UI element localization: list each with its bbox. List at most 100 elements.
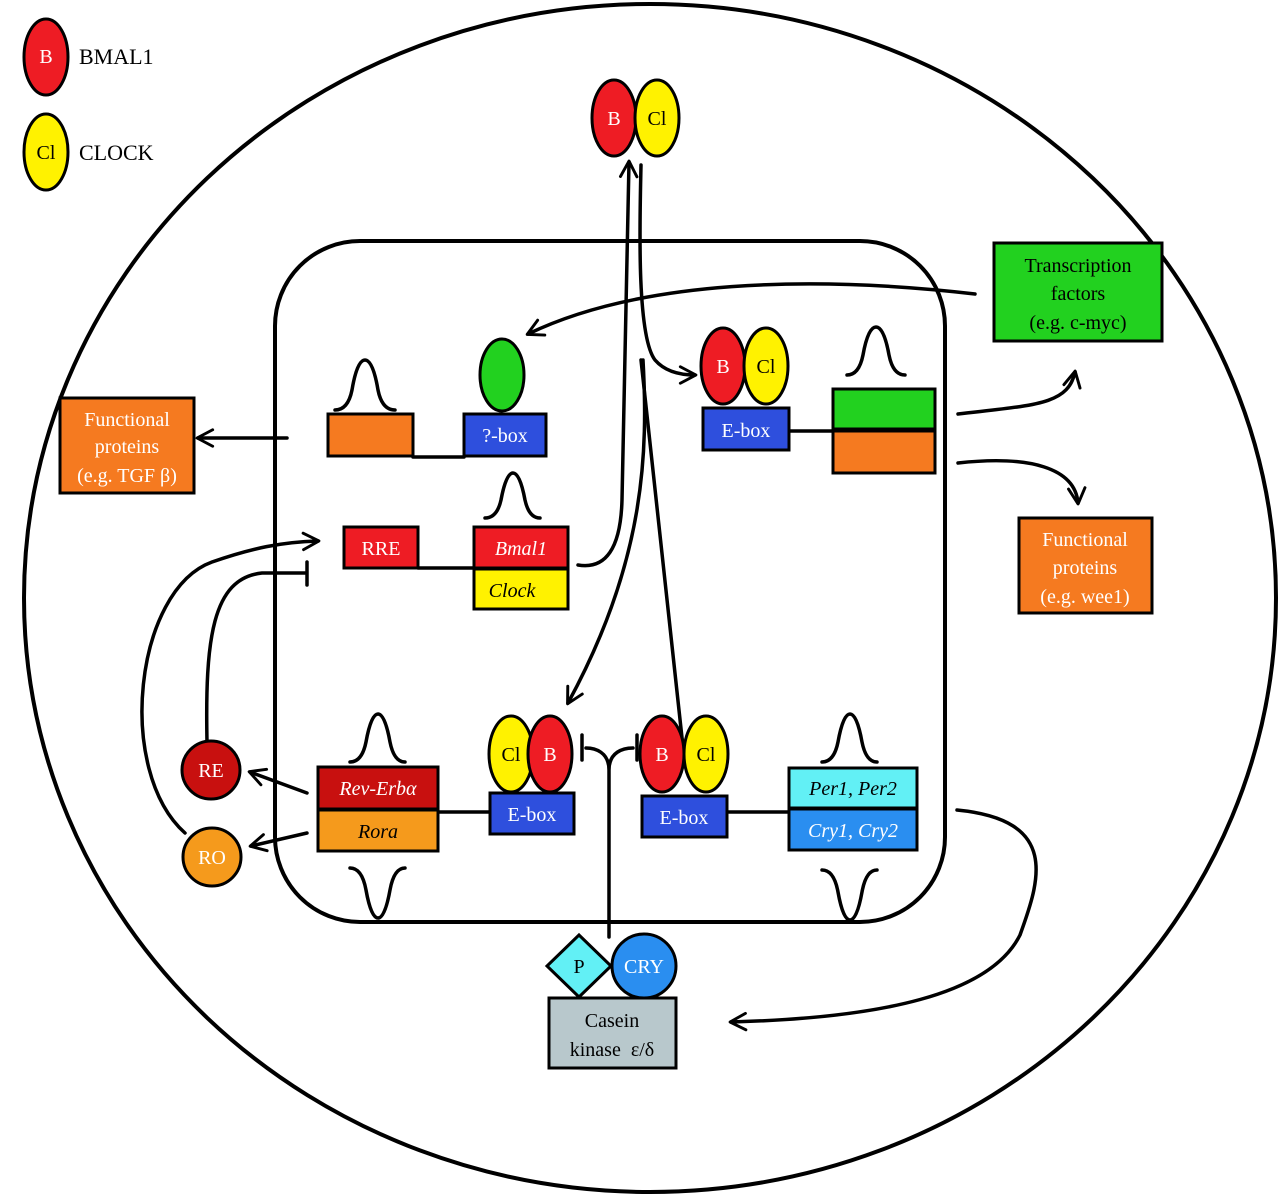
cry-gene-box [787,807,919,852]
ebox-box [640,794,729,839]
clock-label: Cl [697,744,716,766]
ebox-label: E-box [508,804,557,826]
expression-waves [333,325,907,922]
re-circle [180,739,242,801]
tf-gene-box [831,387,937,431]
functional-right-line2: proteins [1053,557,1118,579]
casein-kinase-line1: Casein [585,1010,639,1032]
ebox-label: E-box [660,807,709,829]
wave-rora [348,866,407,920]
functional-right-line1: Functional [1042,529,1128,551]
casein-kinase-box [547,996,678,1070]
rora-gene-box [316,808,440,853]
wave-bmal1 [483,471,542,520]
per-cry-to-kinase-arrow [728,808,1038,1032]
legend: B BMAL1 Cl CLOCK [22,17,154,192]
complex-to-ebox-arrow [638,163,698,385]
ebox-to-functional-right-arrow [956,459,1087,506]
per-cry-unit: B Cl E-box Per1, Per2 Cry1, Cry2 [638,714,919,852]
clock-gene-box [472,567,570,611]
tf-to-qbox-arrow [525,282,977,337]
ebox-to-tf-arrow [956,369,1082,416]
re-protein: RE [180,739,242,801]
clock-label: Cl [648,108,667,130]
clock-oval [633,78,681,158]
phospho-label: P [573,956,584,978]
qbox-box [462,412,548,458]
ro-protein: RO [181,826,243,888]
wave-per [820,712,879,764]
clock-oval [682,714,730,794]
transcription-factors-output: Transcription factors (e.g. c-myc) [992,241,1164,343]
ebox-box [701,406,791,452]
ro-circle [181,826,243,888]
tf-line2: factors [1051,283,1106,305]
functional-proteins-left: Functional proteins (e.g. TGF β) [58,396,196,495]
functional-gene-box [831,429,937,475]
bmal1-gene-label: Bmal1 [495,538,547,560]
ebox-output-unit: B Cl E-box [699,326,937,475]
ro-activates-rre-arrow [140,531,321,835]
cell-membrane [22,2,1278,1194]
ro-label: RO [198,847,226,869]
cytoplasm-complex: B Cl [590,78,681,158]
orange-gene-box [326,412,415,458]
cry-repression-line [584,746,635,939]
cry-gene-label: Cry1, Cry2 [808,820,898,842]
rora-to-ro-arrow [248,831,309,853]
ebox-label: E-box [722,420,771,442]
legend-bmal1: B BMAL1 [22,17,154,97]
clock-oval [742,326,790,406]
re-represses-rre [204,571,307,744]
clock-label: Cl [757,356,776,378]
bmal1-oval [22,17,70,97]
wave-rev-erb [348,712,407,764]
casein-kinase-unit: P CRY Casein kinase ε/δ [544,932,678,1070]
bmal1-label: B [607,108,620,130]
bmal1-label: B [655,744,668,766]
re-label: RE [198,760,224,782]
clock-oval [22,112,70,192]
functional-right-box [1017,516,1154,615]
reverb-to-re-arrow [247,767,309,795]
functional-left-line3: (e.g. TGF β) [77,465,177,487]
rev-erb-gene-label: Rev-Erbα [338,778,417,800]
rre-box [342,525,420,570]
clock-label: Cl [502,744,521,766]
legend-clock-symbol: Cl [37,142,56,164]
functional-proteins-right: Functional proteins (e.g. wee1) [1017,516,1154,615]
qbox-label: ?-box [482,425,528,447]
rora-gene-label: Rora [357,821,398,843]
ebox-box [488,791,576,836]
functional-left-line2: proteins [95,436,160,458]
cry-protein-label: CRY [624,956,664,978]
legend-clock-name: CLOCK [79,140,154,165]
transcription-factors-box [992,241,1164,343]
bmal1-to-complex-arrow [576,159,639,568]
functional-left-box [58,396,196,495]
legend-clock: Cl CLOCK [22,112,154,192]
complex-to-per-ebox-arrow [639,358,692,750]
bmal1-label: B [543,744,556,766]
connectors [140,159,1087,1032]
clock-gene-label: Clock [489,580,537,602]
legend-bmal1-symbol: B [39,46,52,68]
bmal1-label: B [716,356,729,378]
qbox-gene-unit: ?-box [326,337,548,458]
wave-orange-gene [333,358,397,412]
functional-left-line1: Functional [84,409,170,431]
rre-unit: RRE Bmal1 Clock [342,525,570,611]
rre-label: RRE [362,538,401,560]
functional-right-line3: (e.g. wee1) [1040,586,1129,608]
tf-line3: (e.g. c-myc) [1029,312,1126,334]
complex-to-rev-ebox-arrow [566,358,647,706]
legend-bmal1-name: BMAL1 [79,44,154,69]
wave-cry [820,868,879,922]
bmal1-gene-box [472,525,570,570]
rev-erb-rora-unit: Rev-Erbα Rora Cl B E-box [316,714,576,853]
tf-line1: Transcription [1024,255,1131,277]
wave-tf-gene [845,325,907,377]
rev-erb-gene-box [316,765,440,811]
per-gene-label: Per1, Per2 [808,778,897,800]
